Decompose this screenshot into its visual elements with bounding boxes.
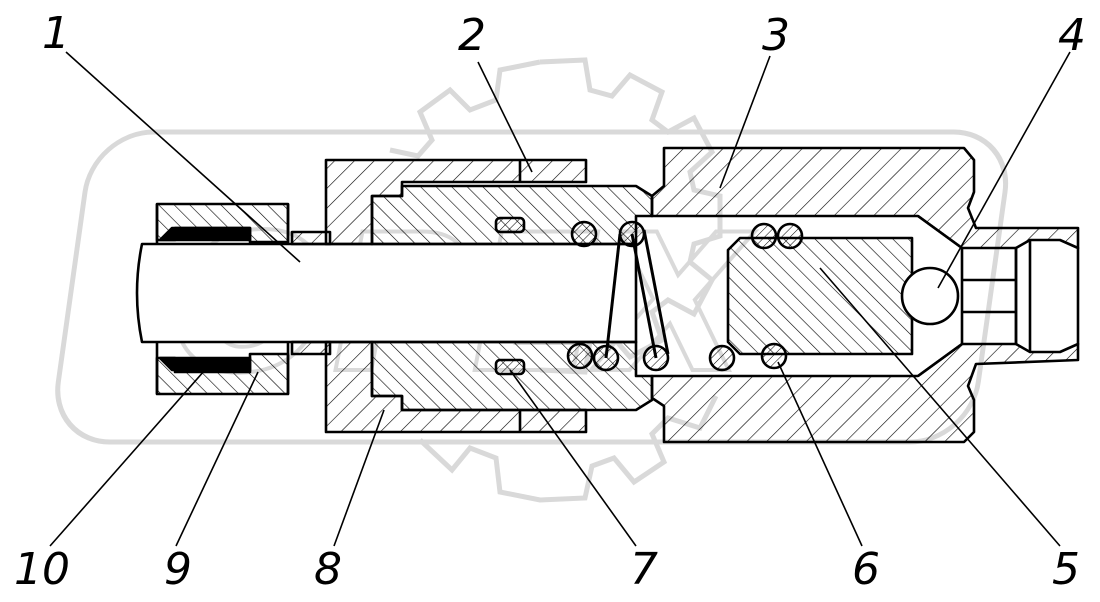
part-2-piston <box>370 184 654 412</box>
callout-9: 9 <box>164 544 192 595</box>
drawing <box>135 146 1080 444</box>
callout-6: 6 <box>852 544 880 595</box>
callout-7: 7 <box>630 544 658 595</box>
spring-wire <box>604 229 670 359</box>
leader-lines <box>49 51 1071 547</box>
callout-2: 2 <box>458 10 486 61</box>
part-4-ball <box>900 266 960 326</box>
part-1-stem <box>135 230 638 356</box>
callout-4: 4 <box>1058 10 1086 61</box>
callout-3: 3 <box>762 10 790 61</box>
callout-labels: 1 2 3 4 5 6 7 8 9 10 <box>14 8 1086 595</box>
part-5-plunger <box>726 236 914 356</box>
callout-8: 8 <box>314 544 342 595</box>
callout-5: 5 <box>1052 544 1080 595</box>
part-9-10-nut <box>155 202 290 396</box>
part-3-body <box>650 146 1080 444</box>
watermark-frame <box>55 129 1009 445</box>
callout-1: 1 <box>42 8 70 59</box>
callout-10: 10 <box>14 544 70 595</box>
